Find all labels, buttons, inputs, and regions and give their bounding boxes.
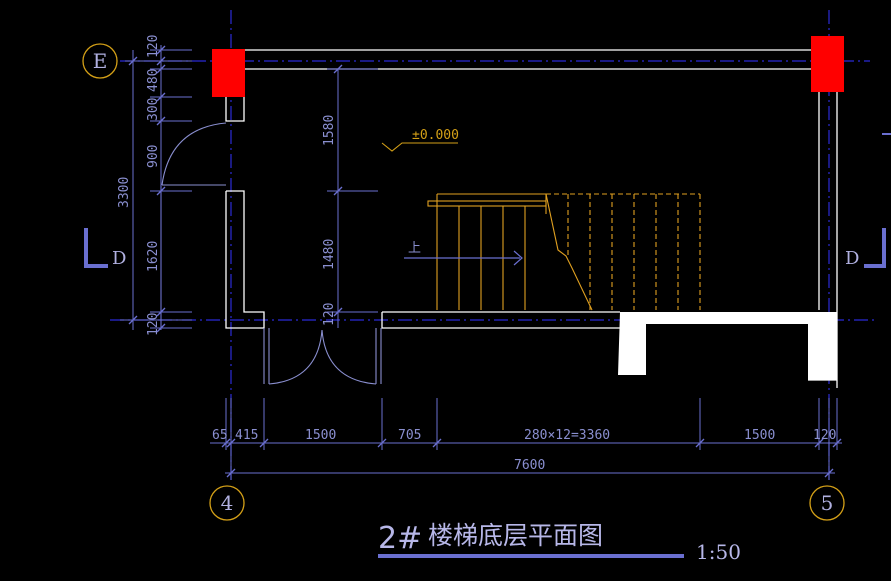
dim-v-1620: 1620 bbox=[146, 241, 161, 272]
section-mark-right bbox=[864, 228, 886, 268]
dim-v-1580: 1580 bbox=[322, 115, 337, 146]
stair-break-line bbox=[545, 193, 593, 311]
up-arrow bbox=[404, 250, 523, 266]
section-mark-left bbox=[84, 228, 108, 268]
title-prefix: 2# bbox=[378, 521, 422, 556]
stair-handrail bbox=[427, 200, 547, 207]
drawing-title: 2# 楼梯底层平面图 1:50 bbox=[378, 521, 741, 564]
column-left bbox=[212, 49, 245, 97]
dim-v-300: 300 bbox=[146, 98, 161, 121]
inner-dimension-lines bbox=[327, 68, 378, 328]
section-label-left: D bbox=[112, 248, 126, 269]
axis-bubble-5: 5 bbox=[809, 485, 845, 521]
elevation-mark bbox=[381, 142, 458, 152]
doors bbox=[160, 122, 382, 385]
section-label-right: D bbox=[845, 248, 859, 269]
axis-bubble-e: E bbox=[82, 43, 118, 79]
left-wall-lower bbox=[225, 190, 265, 329]
dim-v-120-inner: 120 bbox=[322, 303, 337, 326]
title-main: 楼梯底层平面图 bbox=[428, 521, 603, 550]
dim-v-120-bottom: 120 bbox=[146, 313, 161, 336]
axis-label-4: 4 bbox=[221, 491, 234, 515]
door-bottom-swing-right bbox=[321, 329, 377, 385]
stair bbox=[427, 193, 701, 311]
dim-v-120-top: 120 bbox=[146, 35, 161, 58]
dim-v-900: 900 bbox=[146, 145, 161, 168]
stair-dashed-treads bbox=[546, 193, 701, 310]
dim-65: 65 bbox=[212, 428, 228, 443]
dim-v-1480: 1480 bbox=[322, 239, 337, 270]
up-label: 上 bbox=[408, 241, 421, 256]
bottom-dimension-lines bbox=[210, 398, 842, 480]
bottom-dimension-ticks bbox=[221, 438, 842, 478]
elevation-label: ±0.000 bbox=[412, 128, 459, 143]
column-right bbox=[811, 36, 844, 92]
dim-1500-b: 1500 bbox=[744, 428, 775, 443]
title-scale: 1:50 bbox=[696, 540, 741, 564]
walls bbox=[225, 49, 838, 388]
dim-705: 705 bbox=[398, 428, 421, 443]
dim-3360: 280×12=3360 bbox=[524, 428, 610, 443]
dim-120: 120 bbox=[813, 428, 836, 443]
left-wall-upper bbox=[225, 97, 245, 122]
inner-dimension-ticks bbox=[333, 64, 343, 317]
dim-v-480: 480 bbox=[146, 69, 161, 92]
bottom-wall-bottom bbox=[381, 312, 620, 329]
dim-total-7600: 7600 bbox=[514, 458, 545, 473]
dim-1500-a: 1500 bbox=[305, 428, 336, 443]
axis-bubble-4: 4 bbox=[209, 485, 245, 521]
dim-415: 415 bbox=[235, 428, 258, 443]
axis-label-5: 5 bbox=[821, 491, 834, 515]
door-left-swing bbox=[161, 122, 227, 186]
left-dimension-ticks bbox=[128, 45, 166, 333]
door-bottom-swing-left bbox=[268, 329, 323, 385]
axis-label-e: E bbox=[93, 49, 108, 73]
left-dimension-lines bbox=[120, 45, 192, 330]
landing-beam bbox=[618, 312, 837, 380]
dim-v-total-3300: 3300 bbox=[117, 177, 132, 208]
